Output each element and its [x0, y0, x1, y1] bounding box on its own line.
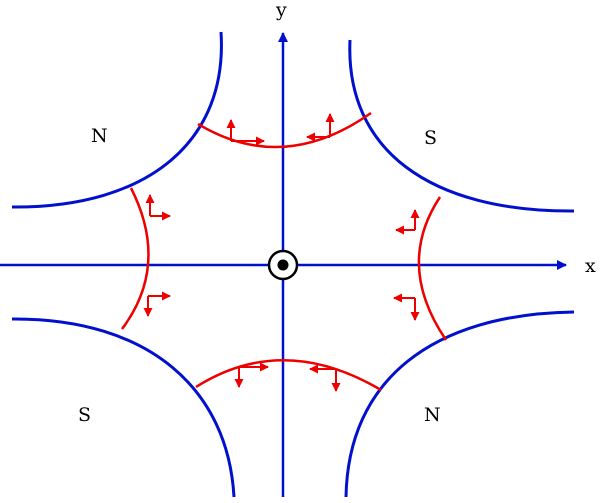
pole-label-top-right: S [424, 127, 437, 149]
arrow-group-right-upper [395, 209, 420, 235]
pole-face-top-left [11, 31, 223, 209]
arrow-group-left-upper [145, 194, 171, 221]
pole-label-bottom-right: N [424, 404, 441, 426]
out-of-page-dot-icon [267, 249, 299, 281]
field-line-left [120, 187, 150, 330]
arrow-group-bottom-right [309, 364, 341, 392]
pole-label-bottom-left: S [78, 404, 91, 426]
pole-label-top-left: N [91, 125, 108, 147]
y-axis-label: y [275, 0, 287, 21]
pole-face-bottom-right [344, 310, 575, 498]
arrow-group-right-lower [393, 293, 420, 321]
arrow-group-top-left [226, 119, 265, 146]
arrow-group-bottom-left [234, 362, 269, 388]
field-line-bottom [195, 359, 382, 392]
field-line-top [197, 111, 372, 149]
arrow-group-top-right [306, 113, 335, 142]
pole-face-top-right [348, 39, 575, 213]
x-axis-label: x [585, 255, 596, 277]
arrow-group-left-lower [143, 291, 171, 317]
field-line-right [417, 196, 448, 341]
pole-face-bottom-left [11, 317, 236, 498]
